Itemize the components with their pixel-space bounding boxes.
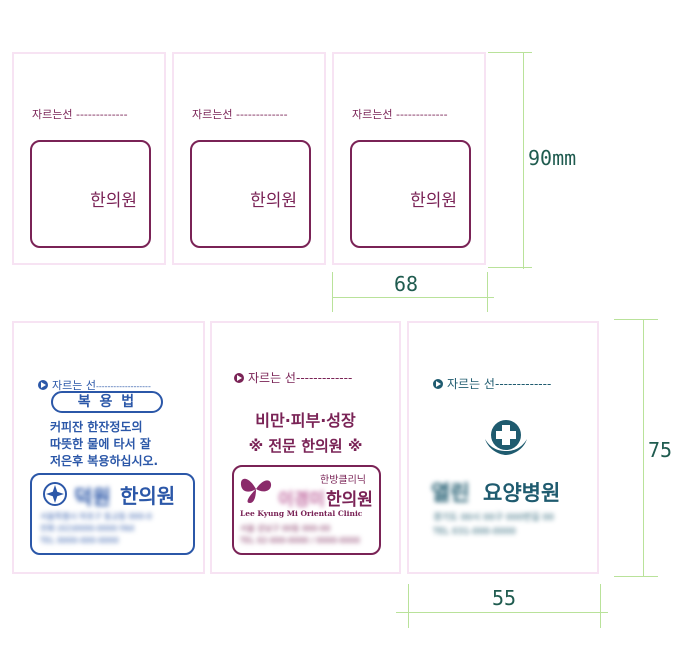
clinic-name: 한의원 — [90, 191, 137, 211]
clinic-name: 한의원 — [120, 484, 176, 508]
dim-line-height-top — [523, 52, 524, 269]
clinic-box: 한방클리닉 이경미 한의원 Lee Kyung Mi Oriental Clin… — [232, 465, 381, 555]
sample-card-dosage: 자르는 선------------------- 복 용 법 커피잔 한잔정도의… — [12, 321, 205, 574]
dim-tick — [488, 267, 532, 268]
clinic-name: 한의원 — [250, 191, 297, 211]
dim-tick — [488, 52, 532, 53]
info-line: 서울특별시 마포구 동교동 000-0 — [40, 512, 152, 521]
dosage-title: 복 용 법 — [51, 391, 163, 413]
subhead: ※ 전문 한의원 ※ — [248, 437, 363, 455]
clinic-name: 한의원 — [410, 191, 457, 211]
bag-card-3: 자르는선 ------------- 한의원 — [332, 52, 486, 265]
clinic-info-blurred: 서울특별시 마포구 동교동 000-0 전화 (02)0000-0000 FAX… — [40, 511, 152, 547]
sample-card-hospital: 자르는 선------------- 열린 요양병원 경기도 00시 00구 0… — [407, 321, 599, 574]
butterfly-logo-icon — [240, 478, 272, 503]
dim-tick — [600, 584, 601, 628]
print-area: 한의원 — [30, 140, 151, 248]
clinic-type: 한방클리닉 — [320, 475, 366, 486]
clinic-info-blurred: 서울 강남구 00동 000-00 TEL 02-000-0000 / 0000… — [240, 523, 360, 547]
cut-line: 자르는선 ------------- — [352, 108, 448, 121]
dim-line-width-bottom — [396, 612, 608, 613]
bag-card-2: 자르는선 ------------- 한의원 — [172, 52, 326, 265]
cut-line: 자르는 선------------- — [433, 375, 551, 392]
cut-line: 자르는 선------------- — [234, 369, 352, 386]
arrow-bullet-icon — [234, 373, 244, 383]
clinic-name: 요양병원 — [483, 481, 561, 505]
dosage-instructions: 커피잔 한잔정도의 따뜻한 물에 타서 잘 저은후 복용하십시오. — [50, 419, 158, 470]
dim-line-height-bottom — [643, 319, 644, 577]
dim-tick — [332, 272, 333, 312]
arrow-bullet-icon — [38, 380, 48, 390]
sample-card-obesity: 자르는 선------------- 비만·피부·성장 ※ 전문 한의원 ※ 한… — [210, 321, 401, 574]
cross-leaf-logo-icon — [485, 420, 527, 455]
dim-label-width-bottom: 55 — [492, 586, 517, 610]
dim-label-width-top: 68 — [394, 272, 419, 296]
info-line: 서울 강남구 00동 000-00 — [240, 524, 331, 533]
dim-label-height-top: 90mm — [528, 146, 577, 170]
dim-tick — [487, 272, 488, 312]
info-line: TEL 02-000-0000 / 0000-0000 — [240, 536, 360, 545]
english-name: Lee Kyung Mi Oriental Clinic — [240, 509, 363, 518]
info-line: TEL 0000-000-0000 — [40, 536, 119, 545]
clinic-name-blurred: 이경미 — [278, 490, 325, 510]
clinic-box: 덕원 한의원 서울특별시 마포구 동교동 000-0 전화 (02)0000-0… — [30, 473, 195, 555]
clinic-name-blurred: 덕원 — [74, 485, 111, 509]
info-line: TEL 031-000-0000 — [433, 527, 516, 537]
clinic-info-blurred: 경기도 00시 00구 000번길 00 TEL 031-000-0000 — [433, 511, 554, 539]
cut-line: 자르는선 ------------- — [32, 108, 128, 121]
dim-tick — [408, 584, 409, 628]
print-area: 한의원 — [190, 140, 311, 248]
instruction-line: 커피잔 한잔정도의 — [50, 420, 143, 434]
dim-label-height-bottom: 75 — [648, 438, 673, 462]
dim-tick — [614, 576, 658, 577]
bag-card-1: 자르는선 ------------- 한의원 — [12, 52, 166, 265]
dim-line-width-top — [332, 297, 494, 298]
instruction-line: 따뜻한 물에 타서 잘 — [50, 437, 151, 451]
cut-line: 자르는 선------------------- — [38, 377, 151, 393]
print-area: 한의원 — [350, 140, 471, 248]
clinic-name: 한의원 — [326, 490, 373, 510]
info-line: 경기도 00시 00구 000번길 00 — [433, 513, 554, 523]
arrow-bullet-icon — [433, 379, 443, 389]
info-line: 전화 (02)0000-0000 FAX — [40, 524, 135, 533]
lotus-logo-icon — [43, 482, 67, 506]
headline: 비만·피부·성장 — [255, 411, 356, 430]
dim-tick — [614, 319, 658, 320]
instruction-line: 저은후 복용하십시오. — [50, 454, 159, 468]
clinic-name-blurred: 열린 — [431, 481, 470, 505]
cut-line: 자르는선 ------------- — [192, 108, 288, 121]
